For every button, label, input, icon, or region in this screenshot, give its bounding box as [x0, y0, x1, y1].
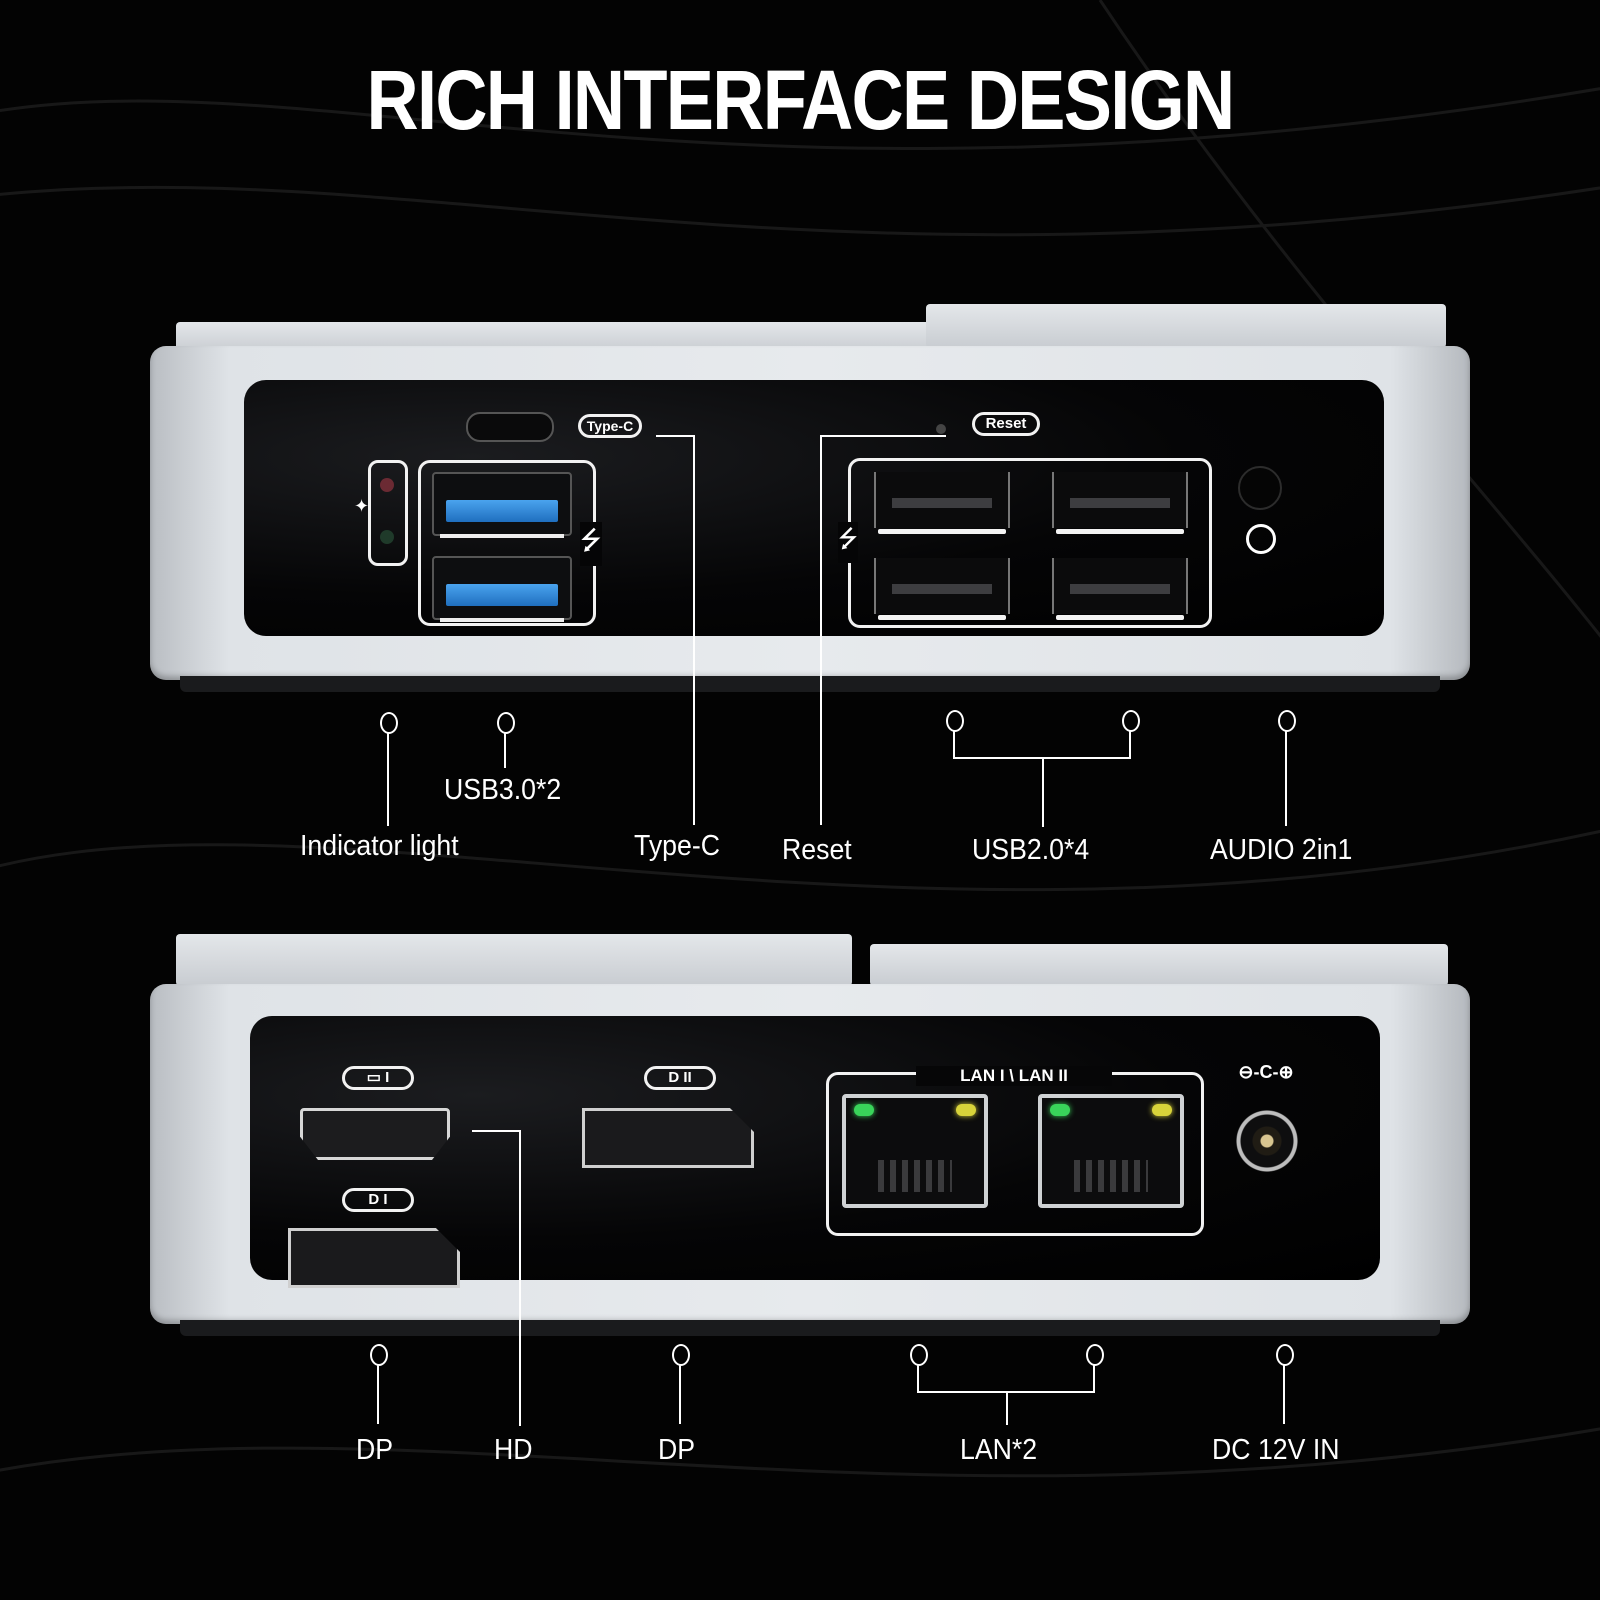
hdmi-icon: ▭ I: [366, 1069, 390, 1086]
rear-base: [180, 1320, 1440, 1336]
callout-lan: LAN*2: [960, 1434, 1038, 1466]
dc-power-jack[interactable]: [1236, 1110, 1298, 1172]
callout-reset: Reset: [782, 834, 852, 866]
callout-line: [820, 435, 946, 437]
lid-left: [176, 934, 852, 986]
callout-line: [1129, 730, 1131, 758]
lid-right: [870, 944, 1448, 986]
front-unit: Type-C ✦ ⭍ Reset ⭍: [150, 300, 1470, 700]
usb-icon: ⭍: [838, 522, 858, 563]
callout-dot: [1086, 1344, 1104, 1366]
status-led: [380, 530, 394, 544]
hdmi-port[interactable]: [300, 1108, 450, 1160]
lan-port-2[interactable]: [1038, 1094, 1184, 1208]
lan-silk: LAN I \ LAN II: [916, 1066, 1112, 1086]
callout-dp1: DP: [356, 1434, 394, 1466]
callout-line: [1283, 1364, 1285, 1424]
callout-line: [693, 435, 695, 825]
dc-polarity-icon: ⊖-C-⊕: [1238, 1062, 1294, 1082]
callout-dot: [380, 712, 398, 734]
callout-dot: [946, 710, 964, 732]
displayport-icon: D I: [368, 1191, 388, 1208]
reset-silk: Reset: [972, 412, 1040, 436]
callout-dot: [672, 1344, 690, 1366]
lid-right: [926, 304, 1446, 348]
hdmi-silk: ▭ I: [342, 1066, 414, 1090]
callout-usb2: USB2.0*4: [972, 834, 1090, 866]
callout-hd: HD: [494, 1434, 533, 1466]
callout-line: [504, 732, 506, 768]
callout-indicator: Indicator light: [300, 830, 459, 862]
callout-line: [519, 1130, 521, 1426]
page-title: RICH INTERFACE DESIGN: [366, 53, 1236, 147]
callout-dot: [497, 712, 515, 734]
dp1-silk: D I: [342, 1188, 414, 1212]
callout-dot: [910, 1344, 928, 1366]
displayport-2[interactable]: [582, 1108, 754, 1168]
lightbulb-icon: ✦: [354, 496, 370, 516]
callout-line: [953, 730, 955, 758]
callout-line: [917, 1364, 919, 1392]
callout-line: [1006, 1391, 1008, 1425]
callout-dc: DC 12V IN: [1212, 1434, 1340, 1466]
callout-dot: [370, 1344, 388, 1366]
headset-icon: [1246, 524, 1276, 554]
usb2-port-1[interactable]: [874, 472, 1010, 534]
callout-dot: [1276, 1344, 1294, 1366]
indicator-frame: [368, 460, 408, 566]
type-c-silk: Type-C: [578, 414, 642, 438]
callout-dp2: DP: [658, 1434, 696, 1466]
callout-line: [387, 732, 389, 826]
usb3-port-2[interactable]: [432, 556, 572, 622]
type-c-port[interactable]: [466, 412, 554, 442]
usb2-port-4[interactable]: [1052, 558, 1188, 620]
front-base: [180, 676, 1440, 692]
rear-unit: ▭ I D I D II LAN I \ LAN II ⊖-C-⊕: [150, 930, 1470, 1336]
displayport-icon: D II: [668, 1069, 692, 1086]
reset-button[interactable]: [936, 424, 946, 434]
front-io-panel: [244, 380, 1384, 636]
dp2-silk: D II: [644, 1066, 716, 1090]
callout-line: [679, 1364, 681, 1424]
callout-line: [472, 1130, 520, 1132]
usb-icon: ⭍: [580, 522, 602, 566]
callout-audio: AUDIO 2in1: [1210, 834, 1353, 866]
callout-dot: [1122, 710, 1140, 732]
callout-usb3: USB3.0*2: [444, 774, 562, 806]
callout-line: [1285, 730, 1287, 826]
callout-dot: [1278, 710, 1296, 732]
callout-line: [1093, 1364, 1095, 1392]
lan-port-1[interactable]: [842, 1094, 988, 1208]
callout-typec: Type-C: [634, 830, 721, 862]
callout-line: [377, 1364, 379, 1424]
callout-line: [656, 435, 694, 437]
usb2-port-2[interactable]: [1052, 472, 1188, 534]
usb2-port-3[interactable]: [874, 558, 1010, 620]
callout-line: [820, 435, 822, 825]
displayport-1[interactable]: [288, 1228, 460, 1288]
audio-jack[interactable]: [1238, 466, 1282, 510]
power-led: [380, 478, 394, 492]
callout-line: [1042, 757, 1044, 827]
usb3-port-1[interactable]: [432, 472, 572, 538]
